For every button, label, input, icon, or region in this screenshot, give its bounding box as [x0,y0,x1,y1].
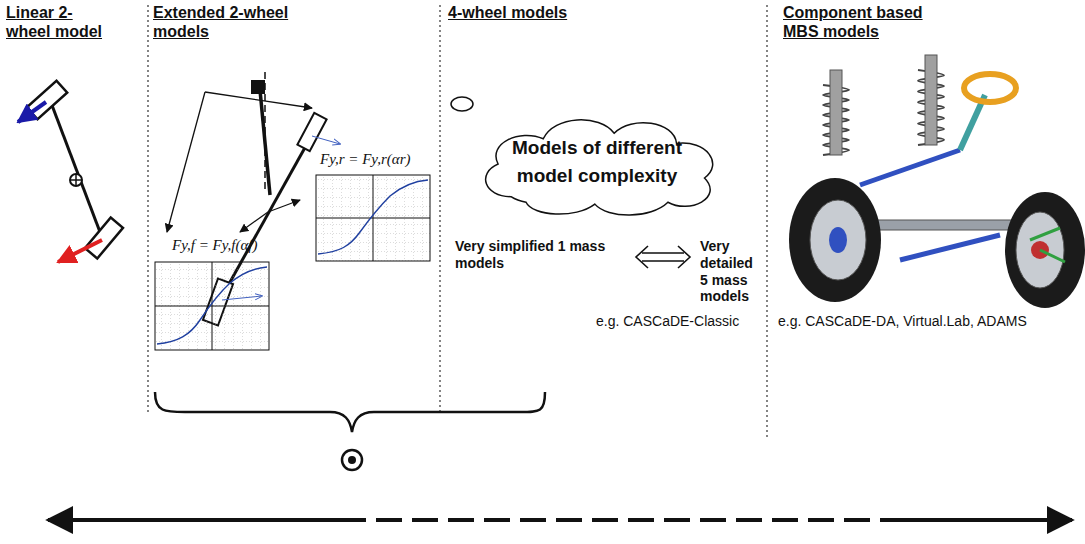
formula: Fy,f = Fy,f(αf) [172,236,292,254]
formula: Fy,r = Fy,r(αr) [320,150,440,168]
example-tools: e.g. CASCaDE-Classic [596,313,764,330]
column-heading: 4-wheel models [448,3,668,22]
example-tools: e.g. CASCaDE-DA, Virtual.Lab, ADAMS [778,313,1078,330]
cloud-shape: Models of different model complexity [468,108,726,220]
cloud-bubble [451,97,473,111]
complexity-axis [48,518,1072,522]
column-heading: Linear 2-wheel model [6,3,106,41]
double-arrow-symbol [636,246,690,268]
cloud-text: Models of different model complexity [512,134,682,189]
extended-bicycle-model [155,72,430,350]
model-range-label: Very detailed 5 mass models [700,238,764,305]
model-range-label: Very simplified 1 mass models [455,238,620,272]
target-symbol [342,450,362,470]
cloud-outline-path [486,120,713,215]
cloud-outline [468,108,726,220]
brace [155,392,545,432]
column-heading: Component based MBS models [783,3,948,41]
bicycle-model [18,81,123,262]
column-heading: Extended 2-wheel models [153,3,303,41]
suspension-illustration [789,55,1085,308]
column-separator [148,5,767,440]
